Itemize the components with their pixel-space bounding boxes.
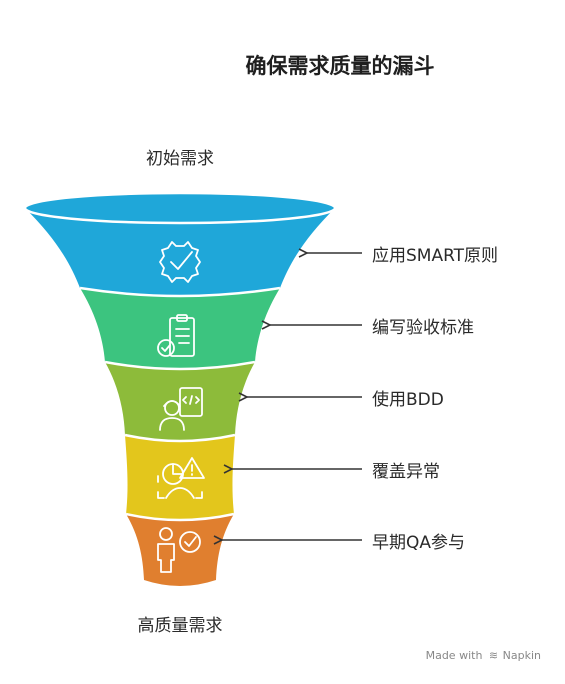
warning-chart-icon xyxy=(157,457,205,499)
segment-separator xyxy=(124,433,236,443)
segment-separator xyxy=(79,286,281,298)
segment-separator xyxy=(104,360,256,371)
page-title: 确保需求质量的漏斗 xyxy=(245,54,435,78)
funnel-rim xyxy=(23,191,337,225)
clipboard-check-icon xyxy=(157,314,195,357)
step-label-2: 编写验收标准 xyxy=(372,318,474,338)
developer-code-icon xyxy=(159,387,203,431)
step-label-1: 应用SMART原则 xyxy=(372,246,499,266)
napkin-logo-icon: ≋ xyxy=(488,649,499,662)
gear-check-icon xyxy=(159,241,201,283)
brand-text: Napkin xyxy=(502,649,541,662)
funnel-segment-5 xyxy=(126,514,234,586)
watermark[interactable]: Made with ≋ Napkin xyxy=(426,649,541,662)
person-check-icon xyxy=(157,527,201,573)
top-label: 初始需求 xyxy=(146,149,214,169)
bottom-label: 高质量需求 xyxy=(137,616,223,636)
funnel-segment-1 xyxy=(25,208,335,296)
step-label-3: 使用BDD xyxy=(372,390,444,410)
step-label-4: 覆盖异常 xyxy=(372,462,440,482)
made-with-text: Made with xyxy=(425,649,483,662)
segment-separator xyxy=(125,512,235,522)
step-label-5: 早期QA参与 xyxy=(372,533,466,553)
